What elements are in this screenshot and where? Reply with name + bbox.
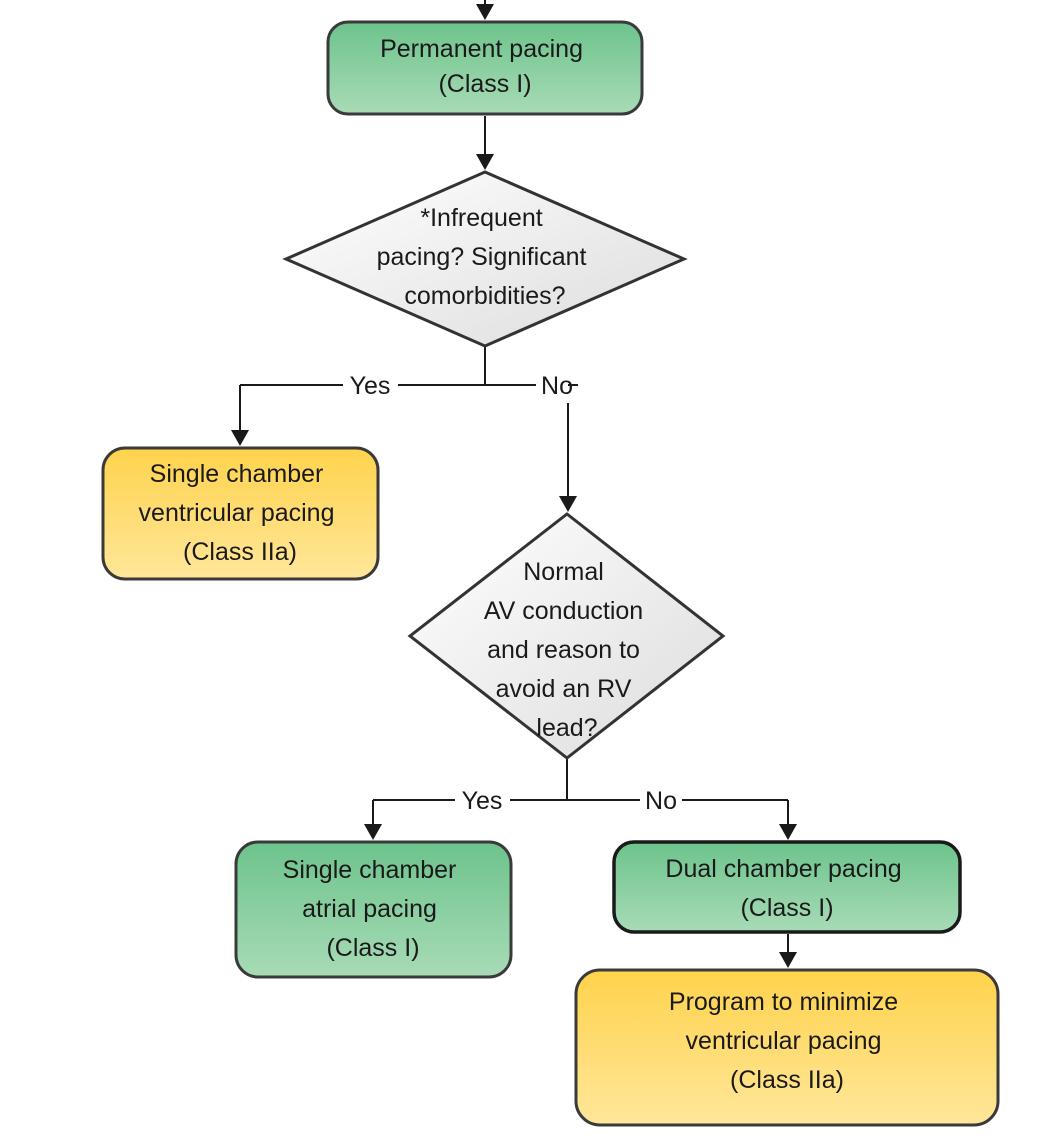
node-single-atrial-pacing-line-2: atrial pacing — [302, 895, 437, 923]
edge-label-no-2: No — [645, 787, 677, 815]
node-dual-chamber-pacing-label: Dual chamber pacing (Class I) — [665, 855, 908, 922]
node-program-minimize: Program to minimize ventricular pacing (… — [574, 968, 1000, 1127]
decision-normal-av-conduction-line-3: and reason to — [487, 636, 640, 664]
node-single-ventricular-pacing-label: Single chamber ventricular pacing (Class… — [139, 460, 342, 566]
decision-normal-av-conduction-label: Normal AV conduction and reason to avoid… — [484, 558, 650, 742]
node-single-ventricular-pacing-line-3: (Class IIa) — [183, 538, 297, 566]
node-program-minimize-line-2: ventricular pacing — [686, 1027, 882, 1055]
incoming-arrowhead — [476, 4, 494, 20]
node-single-atrial-pacing-shape — [234, 840, 513, 979]
node-single-atrial-pacing-line-1: Single chamber — [283, 856, 457, 884]
node-permanent-pacing-label: Permanent pacing (Class I) — [380, 35, 590, 98]
decision-normal-av-conduction: Normal AV conduction and reason to avoid… — [407, 512, 726, 760]
node-permanent-pacing-line-2: (Class I) — [438, 70, 531, 98]
decision-infrequent-pacing-label: *Infrequent pacing? Significant comorbid… — [377, 204, 594, 310]
edge-label-yes-1: Yes — [350, 372, 391, 400]
arrowhead-yes1 — [231, 430, 249, 446]
arrowhead-no2 — [779, 824, 797, 840]
node-single-atrial-pacing-line-3: (Class I) — [326, 934, 419, 962]
decision-infrequent-pacing-line-2: pacing? Significant — [377, 243, 587, 271]
node-dual-chamber-pacing-shape — [612, 840, 962, 934]
node-program-minimize-label: Program to minimize ventricular pacing (… — [669, 988, 905, 1094]
decision-infrequent-pacing-line-3: comorbidities? — [404, 282, 565, 310]
node-single-ventricular-pacing-line-2: ventricular pacing — [139, 499, 335, 527]
decision-normal-av-conduction-line-1: Normal — [523, 558, 604, 586]
arrowhead-no1 — [559, 496, 577, 512]
node-dual-chamber-pacing-line-2: (Class I) — [740, 894, 833, 922]
node-program-minimize-line-1: Program to minimize — [669, 988, 898, 1016]
edge-label-no-1: No — [541, 372, 573, 400]
node-program-minimize-shape — [574, 968, 1000, 1127]
decision-infrequent-pacing-shape — [282, 170, 688, 348]
node-single-atrial-pacing-label: Single chamber atrial pacing (Class I) — [283, 856, 464, 962]
node-permanent-pacing-shape — [326, 20, 644, 116]
decision-normal-av-conduction-line-4: avoid an RV — [496, 675, 632, 703]
arrowhead-permanent-to-decision — [476, 154, 494, 170]
decision-normal-av-conduction-line-5: lead? — [536, 714, 597, 742]
node-permanent-pacing-line-1: Permanent pacing — [380, 35, 583, 63]
decision-infrequent-pacing: *Infrequent pacing? Significant comorbid… — [282, 170, 688, 348]
edge-label-yes-2: Yes — [462, 787, 503, 815]
arrowhead-dual-to-program — [779, 952, 797, 968]
arrowhead-yes2 — [364, 824, 382, 840]
node-permanent-pacing: Permanent pacing (Class I) — [326, 20, 644, 116]
node-single-atrial-pacing: Single chamber atrial pacing (Class I) — [234, 840, 513, 979]
node-dual-chamber-pacing: Dual chamber pacing (Class I) — [612, 840, 962, 934]
node-single-ventricular-pacing-shape — [101, 446, 380, 581]
node-dual-chamber-pacing-line-1: Dual chamber pacing — [665, 855, 901, 883]
decision-normal-av-conduction-line-2: AV conduction — [484, 597, 643, 625]
decision-infrequent-pacing-line-1: *Infrequent — [420, 204, 542, 232]
node-program-minimize-line-3: (Class IIa) — [730, 1066, 844, 1094]
decision-normal-av-conduction-shape — [407, 512, 726, 760]
node-single-ventricular-pacing-line-1: Single chamber — [150, 460, 324, 488]
node-single-ventricular-pacing: Single chamber ventricular pacing (Class… — [101, 446, 380, 581]
